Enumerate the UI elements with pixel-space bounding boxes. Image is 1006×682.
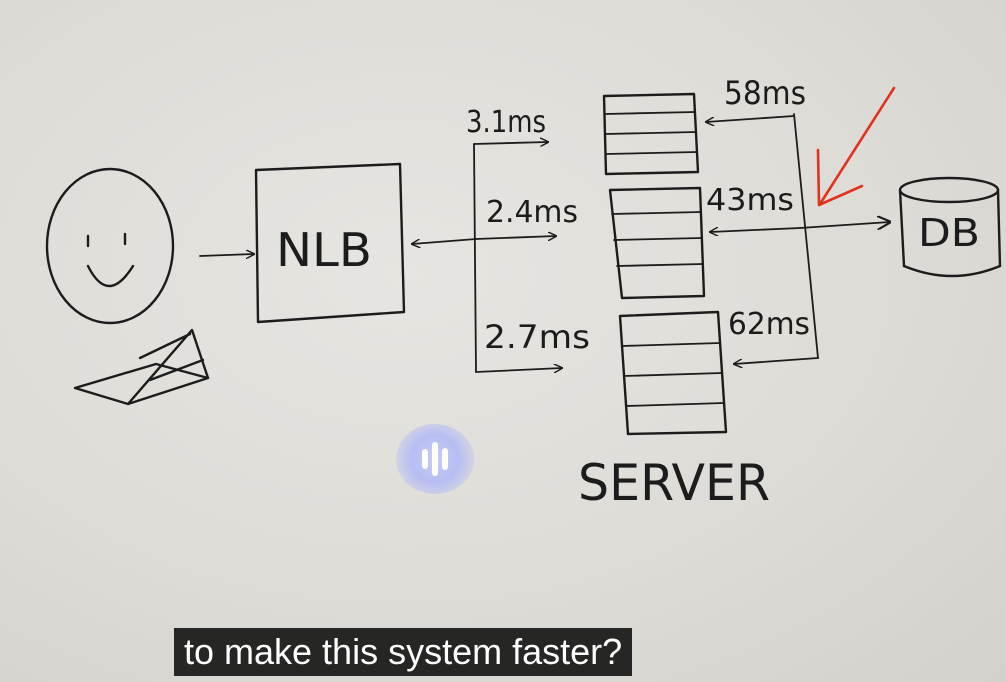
latency-label-db-server-2: 43ms bbox=[706, 183, 794, 218]
server-rack-3 bbox=[618, 310, 728, 436]
nlb-node: NLB bbox=[254, 162, 406, 324]
red-arrow-icon bbox=[816, 86, 896, 207]
database-node: DB bbox=[898, 176, 1002, 278]
arrow-to-server-1 bbox=[473, 142, 548, 144]
connector-to-db-arrow bbox=[799, 222, 890, 228]
database-label: DB bbox=[918, 211, 980, 255]
server-rack-1 bbox=[602, 92, 700, 176]
arrow-to-server-2 bbox=[475, 236, 556, 239]
waveform-bars bbox=[422, 442, 448, 476]
arrow-to-server-3 bbox=[475, 368, 562, 373]
latency-label-db-server-3: 62ms bbox=[728, 307, 810, 342]
smiley-face-icon bbox=[45, 167, 175, 325]
nlb-server-connector bbox=[412, 142, 562, 373]
latency-label-nlb-server-3: 2.7ms bbox=[484, 318, 590, 356]
latency-label-nlb-server-1: 3.1ms bbox=[466, 105, 546, 140]
server-rack-2 bbox=[608, 186, 706, 300]
latency-label-db-server-1: 58ms bbox=[724, 74, 806, 112]
db-arrow-to-server-2 bbox=[710, 227, 801, 232]
db-server-connector bbox=[706, 113, 890, 364]
db-arrow-to-server-3 bbox=[734, 357, 819, 364]
server-group-label: SERVER bbox=[578, 454, 770, 512]
nlb-label: NLB bbox=[276, 223, 372, 277]
latency-label-nlb-server-2: 2.4ms bbox=[486, 195, 578, 230]
video-caption: to make this system faster? bbox=[174, 628, 633, 676]
laptop-icon bbox=[73, 328, 210, 406]
user-to-nlb-arrow bbox=[199, 254, 254, 256]
audio-waveform-icon[interactable] bbox=[396, 424, 474, 494]
db-arrow-to-server-1 bbox=[706, 115, 795, 122]
